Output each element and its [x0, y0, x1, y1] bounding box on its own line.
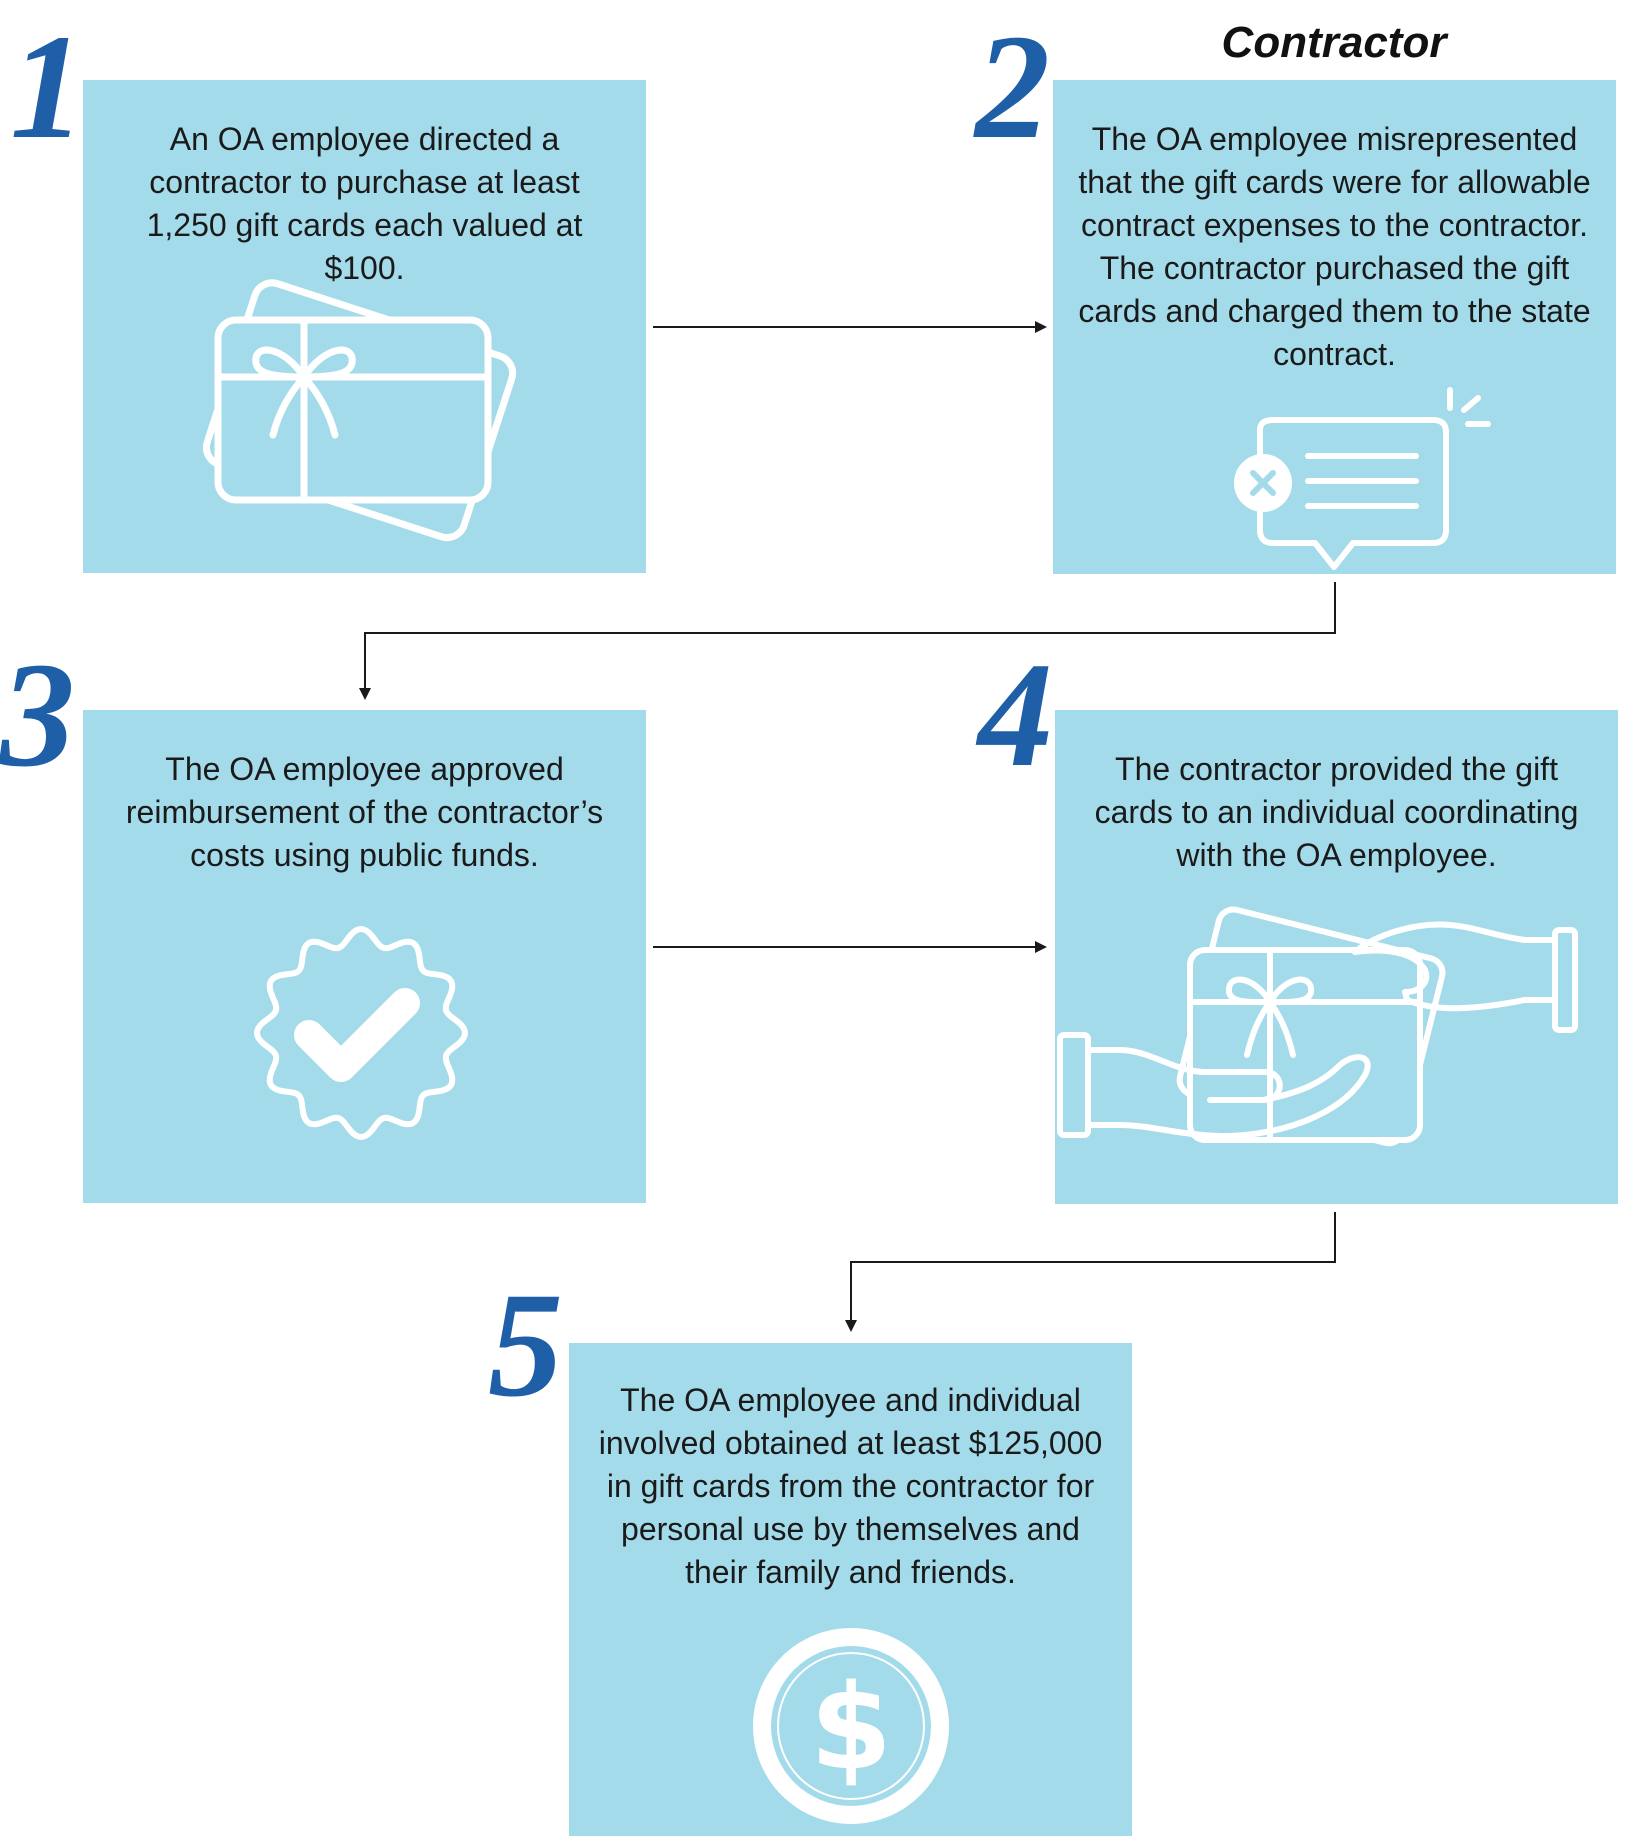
step-2-text: The OA employee misrepresented that the …	[1078, 121, 1591, 372]
arrow-step2-to-step3	[359, 582, 1336, 700]
step-2-box: The OA employee misrepresented that the …	[1053, 80, 1616, 574]
step-1-text: An OA employee directed a contractor to …	[146, 121, 583, 286]
arrow-step4-to-step5	[845, 1212, 1336, 1332]
approval-badge-icon	[254, 926, 468, 1140]
step-4-box: The contractor provided the gift cards t…	[1055, 710, 1618, 1204]
gift-card-handoff-icon	[1057, 906, 1578, 1147]
svg-text:$: $	[810, 1658, 892, 1796]
step-5-box: The OA employee and individual involved …	[569, 1343, 1132, 1836]
step-number-3: 3	[0, 632, 75, 798]
step-4-text: The contractor provided the gift cards t…	[1094, 751, 1579, 873]
dollar-coin-icon: $	[753, 1628, 949, 1824]
step-number-5: 5	[488, 1262, 563, 1428]
step-5-text: The OA employee and individual involved …	[598, 1382, 1103, 1590]
step-3-text: The OA employee approved reimbursement o…	[125, 751, 604, 873]
step-3-box: The OA employee approved reimbursement o…	[83, 710, 646, 1203]
step-number-4: 4	[978, 632, 1053, 798]
gift-cards-icon	[202, 279, 517, 542]
step-1-box: An OA employee directed a contractor to …	[83, 80, 646, 573]
contractor-header: Contractor	[1221, 18, 1447, 67]
rejected-message-icon	[1234, 387, 1491, 570]
step-number-2: 2	[975, 4, 1050, 170]
step-number-1: 1	[10, 4, 85, 170]
